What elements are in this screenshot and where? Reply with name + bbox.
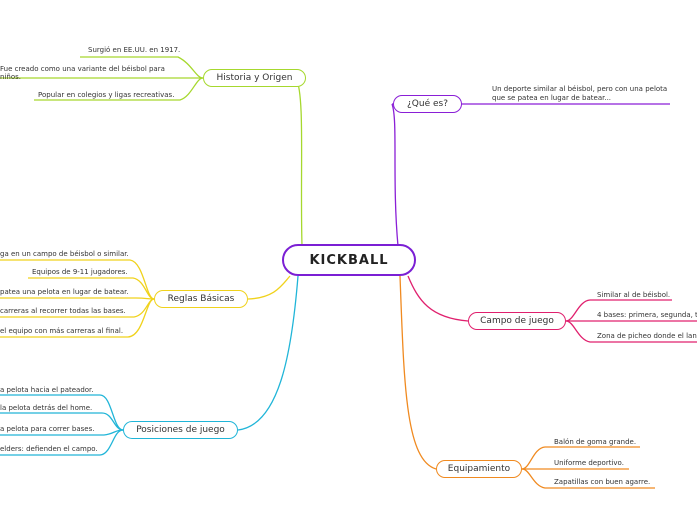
historia-item[interactable]: Popular en colegios y ligas recreativas. [38, 91, 175, 99]
branch-equipamiento[interactable]: Equipamiento [436, 460, 522, 478]
branch-posiciones-label: Posiciones de juego [136, 425, 225, 435]
branch-campo[interactable]: Campo de juego [468, 312, 566, 330]
campo-item[interactable]: 4 bases: primera, segunda, te [597, 311, 697, 319]
reglas-connectors [0, 259, 291, 338]
historia-item[interactable]: niños. [0, 73, 21, 81]
branch-que-es-label: ¿Qué es? [407, 99, 448, 109]
que-es-connectors [391, 103, 670, 247]
que-es-item[interactable]: que se patea en lugar de batear... [492, 94, 612, 102]
que-es-item[interactable]: Un deporte similar al béisbol, pero con … [492, 85, 668, 93]
reglas-item[interactable]: patea una pelota en lugar de batear. [0, 288, 129, 296]
branch-posiciones[interactable]: Posiciones de juego [123, 421, 238, 439]
posiciones-item[interactable]: la pelota detrás del home. [0, 404, 93, 412]
branch-historia[interactable]: Historia y Origen [203, 69, 306, 87]
historia-item[interactable]: Surgió en EE.UU. en 1917. [88, 46, 181, 54]
branch-reglas[interactable]: Reglas Básicas [154, 290, 248, 308]
branch-reglas-label: Reglas Básicas [167, 294, 235, 304]
posiciones-item[interactable]: a pelota para correr bases. [0, 425, 95, 433]
posiciones-item[interactable]: elders: defienden el campo. [0, 445, 98, 453]
reglas-item[interactable]: el equipo con más carreras al final. [0, 327, 124, 335]
campo-item[interactable]: Similar al de béisbol. [597, 291, 671, 299]
central-topic[interactable]: KICKBALL [282, 244, 416, 276]
campo-connectors [407, 275, 697, 343]
reglas-item[interactable]: carreras al recorrer todas las bases. [0, 307, 126, 315]
central-topic-label: KICKBALL [309, 252, 389, 268]
equipamiento-item[interactable]: Zapatillas con buen agarre. [554, 478, 651, 486]
reglas-item[interactable]: Equipos de 9-11 jugadores. [32, 268, 128, 276]
posiciones-connectors [0, 275, 299, 456]
equipamiento-connectors [399, 275, 655, 489]
branch-campo-label: Campo de juego [480, 316, 554, 326]
equipamiento-item[interactable]: Uniforme deportivo. [554, 459, 624, 467]
campo-item[interactable]: Zona de picheo donde el lanz [597, 332, 697, 340]
reglas-item[interactable]: ga en un campo de béisbol o similar. [0, 250, 129, 258]
branch-historia-label: Historia y Origen [216, 73, 293, 83]
branch-equipamiento-label: Equipamiento [447, 464, 511, 474]
equipamiento-item[interactable]: Balón de goma grande. [554, 438, 637, 446]
branch-que-es[interactable]: ¿Qué es? [393, 95, 462, 113]
historia-item[interactable]: Fue creado como una variante del béisbol… [0, 65, 165, 73]
posiciones-item[interactable]: a pelota hacia el pateador. [0, 386, 94, 394]
